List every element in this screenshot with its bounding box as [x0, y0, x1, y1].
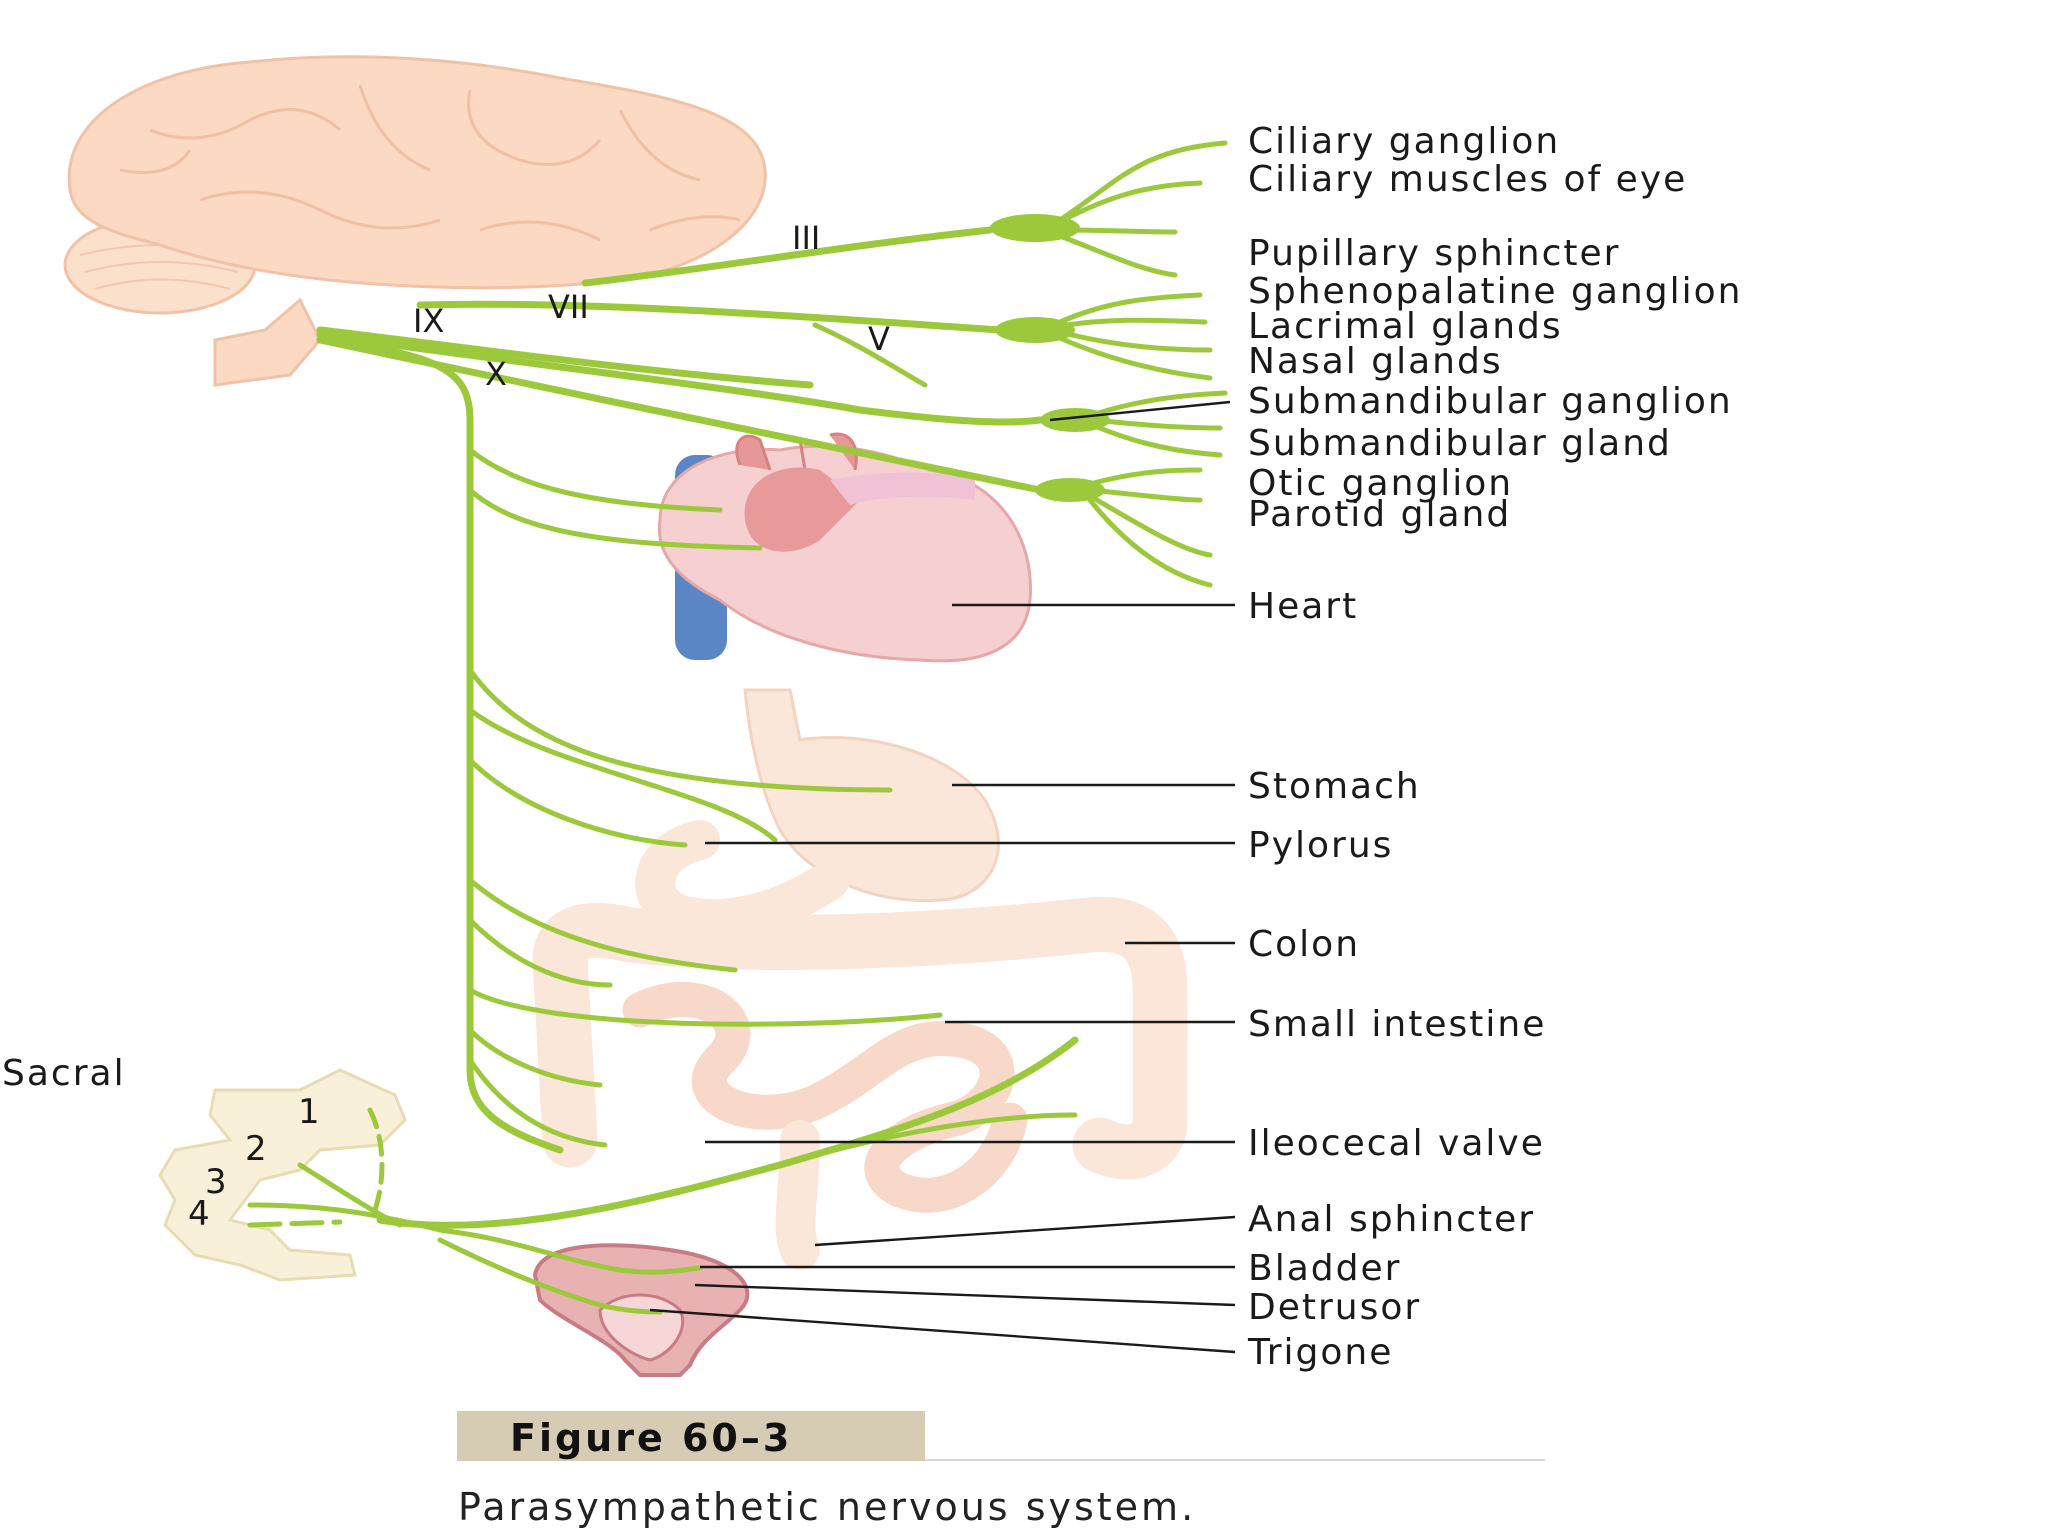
nerve-iii-label: III	[792, 219, 820, 257]
digestive-illustration	[532, 688, 1188, 1270]
label-bladder: Bladder	[1248, 1248, 1401, 1289]
label-parotid-gland: Parotid gland	[1248, 494, 1511, 535]
figure-title: Figure 60–3	[510, 1416, 793, 1460]
label-pylorus: Pylorus	[1248, 825, 1393, 866]
label-heart: Heart	[1248, 586, 1358, 627]
brain-illustration	[63, 55, 767, 387]
label-submandibular-ganglion: Submandibular ganglion	[1248, 381, 1733, 422]
figure-caption: Parasympathetic nervous system.	[458, 1485, 1197, 1529]
cranial-nerves	[316, 140, 1228, 588]
label-nasal-glands: Nasal glands	[1248, 341, 1503, 382]
label-ileocecal-valve: Ileocecal valve	[1248, 1123, 1545, 1164]
nerve-v-label: V	[868, 320, 890, 358]
label-otic-ganglion: Otic ganglion	[1248, 463, 1513, 504]
label-lacrimal-glands: Lacrimal glands	[1248, 306, 1563, 347]
figure-rule	[925, 1459, 1545, 1461]
nerve-vii-label: VII	[548, 288, 589, 326]
label-ciliary-ganglion: Ciliary ganglion	[1248, 121, 1560, 162]
sacral-3-label: 3	[205, 1162, 227, 1202]
sacral-2-label: 2	[245, 1129, 267, 1169]
nerve-ix-label: IX	[413, 302, 444, 340]
label-detrusor: Detrusor	[1248, 1287, 1421, 1328]
sacral-label: Sacral	[2, 1053, 126, 1094]
label-pupillary-sphincter: Pupillary sphincter	[1248, 233, 1620, 274]
sacrum-illustration: 1 2 3 4	[158, 1068, 407, 1282]
heart-illustration	[657, 432, 1032, 663]
label-ciliary-muscles: Ciliary muscles of eye	[1248, 159, 1687, 200]
label-trigone: Trigone	[1247, 1332, 1393, 1373]
nerve-x-label: X	[485, 355, 507, 393]
sacral-1-label: 1	[298, 1092, 320, 1132]
figure-title-box	[457, 1411, 925, 1461]
sacral-4-label: 4	[188, 1194, 210, 1234]
label-stomach: Stomach	[1248, 766, 1421, 807]
vagus-nerve	[316, 336, 943, 1154]
label-submandibular-gland: Submandibular gland	[1248, 423, 1672, 464]
label-colon: Colon	[1248, 924, 1360, 965]
label-small-intestine: Small intestine	[1248, 1004, 1546, 1045]
label-sphenopalatine-ganglion: Sphenopalatine ganglion	[1248, 271, 1742, 312]
label-anal-sphincter: Anal sphincter	[1248, 1199, 1535, 1240]
leader-lines	[649, 400, 1236, 1354]
organ-labels: Ciliary ganglion Ciliary muscles of eye …	[1247, 121, 1742, 1373]
pelvic-nerves	[247, 1036, 1079, 1315]
